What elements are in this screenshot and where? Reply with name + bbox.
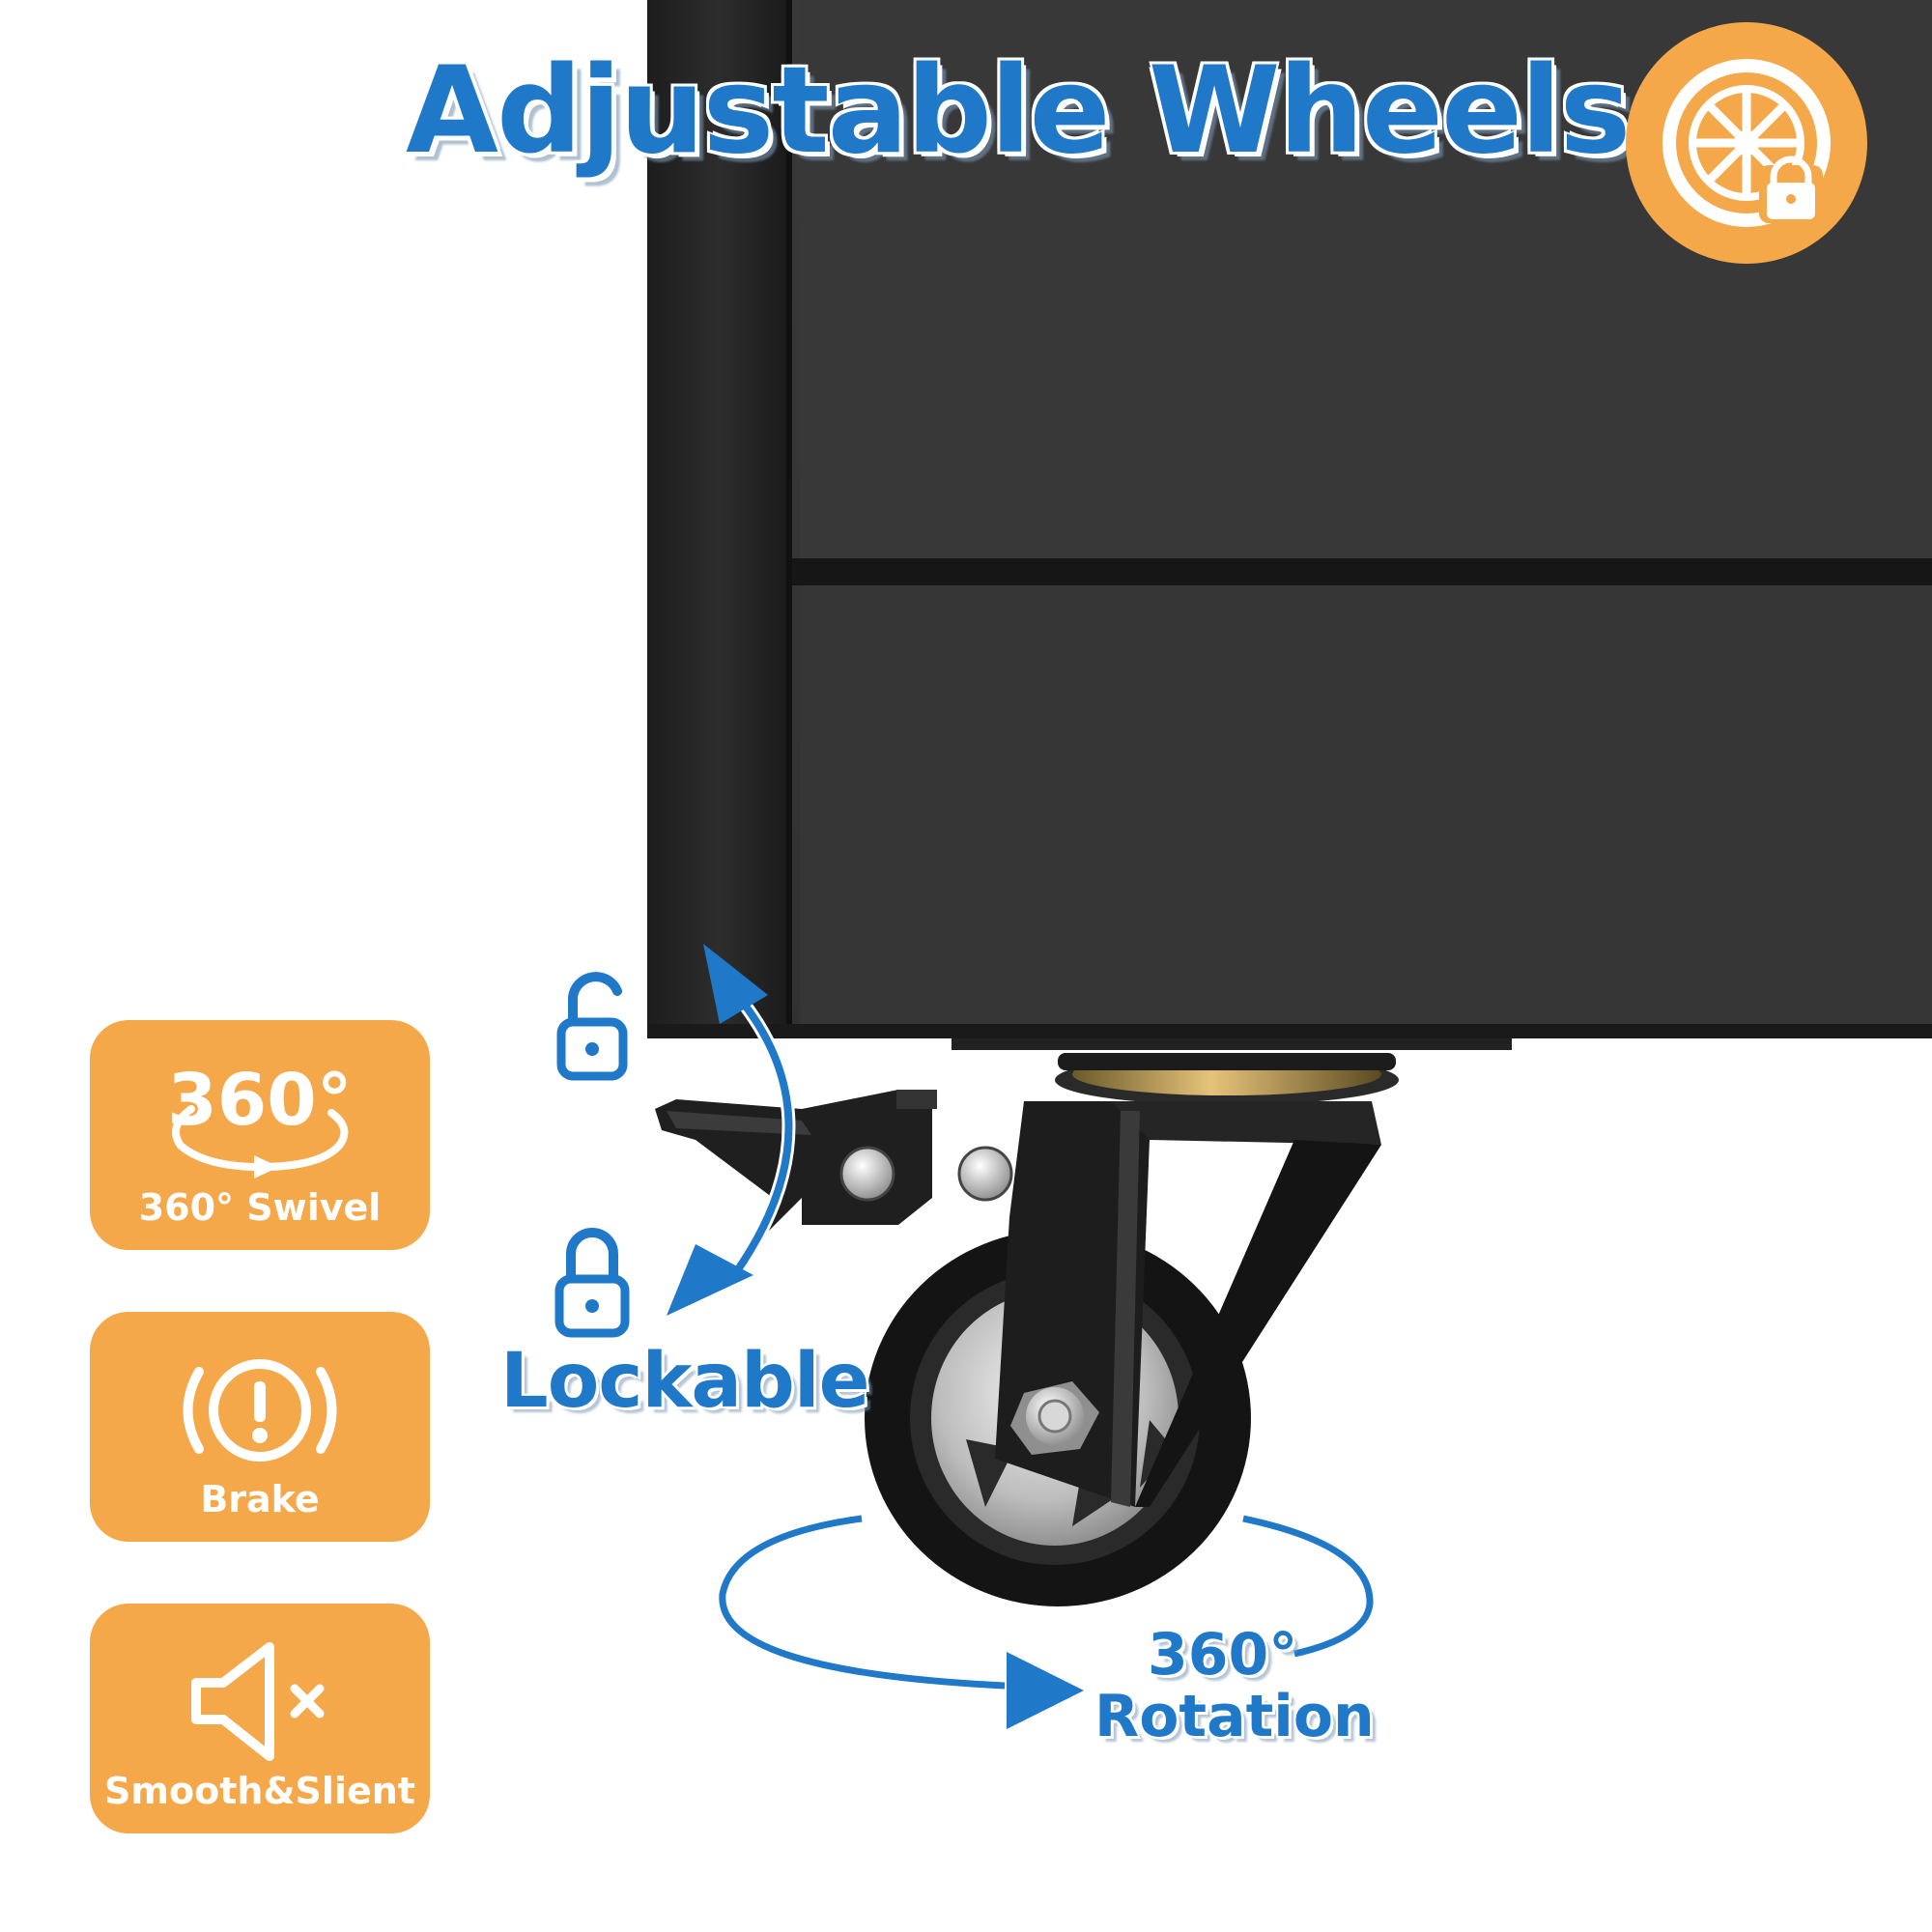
rotation-label: Rotation bbox=[1094, 1683, 1375, 1750]
swivel-icon-text: 360° bbox=[167, 1059, 352, 1142]
feature-label-swivel: 360° Swivel bbox=[138, 1186, 382, 1229]
feature-label-silent: Smooth&Slient bbox=[104, 1770, 415, 1812]
wheel-lock-badge bbox=[1626, 22, 1867, 264]
rotation-arrow bbox=[715, 1512, 1378, 1729]
feature-card-silent: Smooth&Slient bbox=[90, 1604, 430, 1833]
caster-wheel bbox=[655, 1053, 1399, 1606]
360-swivel-icon: 360° bbox=[167, 1059, 353, 1179]
mute-speaker-icon bbox=[191, 1642, 325, 1761]
headline-title: Adjustable Wheels bbox=[406, 42, 1631, 181]
brake-warning-icon bbox=[183, 1359, 337, 1462]
lockable-label: Lockable bbox=[500, 1338, 870, 1425]
feature-card-brake: Brake bbox=[90, 1312, 430, 1542]
wheel-lock-icon bbox=[1662, 59, 1831, 227]
lock-arrow bbox=[667, 944, 796, 1316]
feature-label-brake: Brake bbox=[200, 1478, 320, 1520]
unlocked-padlock-icon bbox=[556, 967, 628, 1081]
locked-padlock-icon bbox=[554, 1221, 630, 1338]
feature-card-swivel: 360° 360° Swivel bbox=[90, 1020, 430, 1250]
rotation-degrees-label: 360° bbox=[1148, 1621, 1298, 1689]
